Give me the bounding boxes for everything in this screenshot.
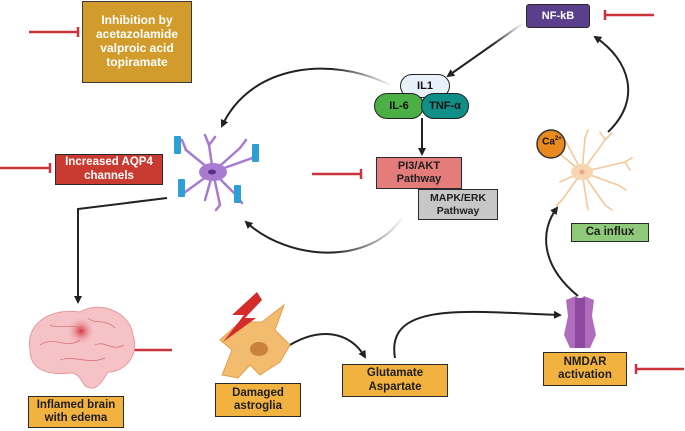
- inhibitor-pi3akt: [312, 169, 363, 179]
- nfkb-label: NF-kB: [541, 9, 575, 22]
- inflamed-brain-box: Inflamed brain with edema: [28, 396, 124, 428]
- arrow-cytokines-to-astrocyte: [220, 67, 391, 128]
- ca-influx-box: Ca influx: [571, 223, 649, 242]
- arrow-nfkb-to-cytokines: [446, 23, 523, 78]
- inhibition-line-4: topiramate: [106, 54, 168, 69]
- inhibition-line-1: Inhibition by: [101, 13, 173, 28]
- arrow-nmdar-to-neuron: [545, 206, 579, 297]
- damaged-astroglia-icon: [219, 292, 291, 379]
- inflamed-brain-line-1: Inflamed brain: [36, 398, 116, 411]
- glutamate-box: Glutamate Aspartate: [342, 364, 448, 397]
- arrow-neuron-to-nfkb: [593, 35, 630, 133]
- mapkerk-line-1: MAPK/ERK: [429, 192, 486, 205]
- arrow-astroglia-to-glutamate: [284, 333, 367, 359]
- nmdar-box: NMDAR activation: [543, 352, 627, 386]
- ca-charge: 2+: [554, 136, 562, 142]
- inhibition-line-3: valproic acid: [100, 41, 174, 55]
- pi3akt-line-2: Pathway: [396, 173, 442, 185]
- nfkb-box: NF-kB: [526, 4, 590, 28]
- aqp4-box: Increased AQP4 channels: [55, 154, 163, 185]
- inflamed-brain-icon: [29, 306, 136, 389]
- damaged-astroglia-box: Damaged astroglia: [215, 383, 301, 417]
- nmdar-line-1: NMDAR: [563, 355, 607, 368]
- inhibitor-aqp4: [0, 163, 52, 173]
- inhibition-line-2: acetazolamide: [95, 27, 179, 42]
- astrocyte-icon: [174, 133, 259, 212]
- glutamate-line-1: Glutamate: [366, 367, 424, 380]
- il1-label: IL1: [417, 80, 433, 92]
- inhibition-drug-box: Inhibition by acetazolamide valproic aci…: [82, 1, 192, 83]
- mapkerk-line-2: Pathway: [436, 204, 480, 217]
- neuron-icon: [547, 129, 633, 211]
- arrows: [74, 23, 630, 359]
- pi3akt-box: PI3/AKT Pathway: [376, 157, 462, 189]
- arrow-pi3akt-to-astrocyte: [244, 217, 403, 254]
- pi3akt-line-1: PI3/AKT: [397, 160, 441, 173]
- arrow-astrocyte-to-brain: [74, 197, 168, 304]
- ca-influx-label: Ca influx: [585, 225, 635, 238]
- nmdar-receptor-icon: [564, 296, 596, 348]
- damaged-astroglia-line-1: Damaged: [232, 386, 284, 399]
- inhibitor-nmdar: [634, 364, 684, 374]
- ca-symbol: Ca: [542, 136, 555, 148]
- inhibitor-inhibition-box: [29, 27, 80, 37]
- il6-label: IL-6: [389, 100, 409, 112]
- tnfa-cytokine: TNF-α: [421, 93, 469, 119]
- tnfa-label: TNF-α: [429, 100, 461, 112]
- glutamate-line-2: Aspartate: [368, 380, 422, 393]
- nmdar-line-2: activation: [558, 369, 612, 381]
- aqp4-line-1: Increased AQP4: [65, 156, 153, 169]
- inhibitor-nfkb: [603, 10, 654, 20]
- mapkerk-box: MAPK/ERK Pathway: [418, 189, 498, 220]
- arrow-glutamate-to-nmdar: [393, 310, 562, 359]
- lightning-icon: [223, 292, 262, 342]
- aqp4-channel-icons: [174, 136, 259, 203]
- ca-ion-icon: [536, 129, 566, 159]
- ca-ion-label: Ca2+: [539, 136, 565, 147]
- damaged-astroglia-line-2: astroglia: [234, 400, 282, 412]
- aqp4-line-2: channels: [84, 169, 134, 182]
- il6-cytokine: IL-6: [374, 93, 424, 119]
- inflamed-brain-line-2: with edema: [44, 412, 108, 424]
